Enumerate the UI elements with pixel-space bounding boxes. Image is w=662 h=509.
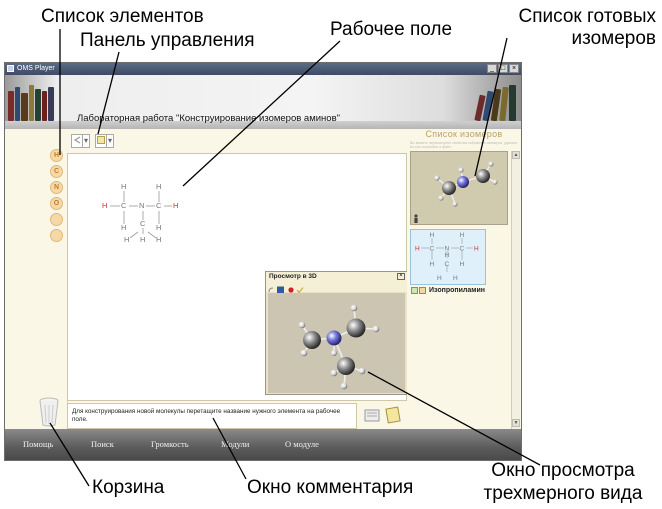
callout-control-panel: Панель управления (80, 30, 255, 51)
nav-about[interactable]: О модуле (285, 439, 319, 449)
callout-work-field: Рабочее поле (330, 19, 453, 40)
comment-tools (357, 403, 409, 429)
lab-title: Лабораторная работа "Конструирование изо… (77, 113, 340, 124)
isomer-item-3d[interactable] (410, 151, 508, 225)
atom-h[interactable]: H (156, 235, 162, 244)
iso2-atom: H (430, 261, 435, 268)
scroll-up-icon[interactable]: ▲ (512, 151, 520, 159)
iso2-atom: H (415, 246, 420, 253)
isomer-item-formula[interactable]: H C N C H H H H H H C H H (410, 229, 486, 285)
comment-text: Для конструирования новой молекулы перет… (72, 408, 341, 423)
isomer-list-hint: Вы можете пересмотреть свойства собранны… (410, 141, 518, 149)
callout-3d-view-2: трехмерного вида (483, 483, 643, 504)
scroll-down-icon[interactable]: ▼ (512, 419, 520, 427)
iso2-atom: H (453, 275, 458, 282)
isomer-view-icon[interactable] (411, 287, 418, 294)
frame-icon[interactable] (95, 134, 107, 148)
isomer-delete-icon[interactable] (419, 287, 426, 294)
isomer-list-panel: Список изомеров Вы можете пересмотреть с… (407, 129, 521, 429)
iso2-atom: H (437, 275, 442, 282)
iso2-atom: H (445, 252, 450, 259)
comment-window: Для конструирования новой молекулы перет… (67, 403, 357, 429)
color-mode-icon[interactable] (277, 286, 284, 294)
iso2-atom: C (445, 261, 450, 268)
iso2-atom: H (430, 232, 435, 239)
book-icon (48, 87, 54, 121)
callout-3d-view-1: Окно просмотра (491, 460, 635, 481)
record-icon[interactable] (288, 287, 294, 293)
atom-h[interactable]: H (156, 223, 162, 232)
iso2-atom: H (474, 246, 479, 253)
callout-element-list: Список элементов (41, 6, 204, 27)
window-title: OMS Player (17, 65, 55, 72)
rotate-icon[interactable] (268, 287, 274, 293)
view-3d-toolbar (266, 282, 407, 294)
view-3d-title: Просмотр в 3D (269, 273, 317, 280)
book-icon (21, 93, 28, 121)
iso2-atom: C (460, 246, 465, 253)
control-panel: ▾ ▾ (67, 129, 407, 154)
atom-h[interactable]: H (124, 235, 130, 244)
check-icon[interactable] (296, 287, 304, 294)
element-slot-5-button[interactable] (50, 213, 63, 226)
nav-help[interactable]: Помощь (23, 439, 54, 449)
nav-volume[interactable]: Громкость (151, 439, 189, 449)
callout-ready-isomers-2: изомеров (571, 28, 656, 49)
trash-bin[interactable] (37, 396, 61, 428)
molecule-bonds (110, 191, 172, 239)
book-icon (509, 85, 516, 121)
element-h-button[interactable]: H (50, 149, 63, 162)
trash-icon (39, 397, 59, 427)
callout-comment-window: Окно комментария (247, 477, 414, 498)
document-icon[interactable] (364, 409, 380, 422)
book-icon (8, 91, 14, 121)
iso2-atom: N (445, 246, 450, 253)
element-n-button[interactable]: N (50, 181, 63, 194)
atom-h[interactable]: H (173, 201, 179, 210)
book-icon (35, 89, 41, 121)
book-icon (42, 91, 47, 121)
minimize-button[interactable]: _ (487, 64, 497, 73)
app-window: OMS Player _ □ × Лабораторная работа "Ко… (4, 62, 522, 461)
arrow-icon[interactable] (71, 134, 83, 148)
callout-trash: Корзина (92, 477, 165, 498)
frame-dropdown-button[interactable]: ▾ (107, 134, 114, 148)
atom-n[interactable]: N (139, 201, 145, 210)
atom-h[interactable]: H (140, 235, 146, 244)
book-icon (29, 85, 34, 121)
view-3d-canvas[interactable] (268, 293, 405, 393)
close-button[interactable]: × (509, 64, 519, 73)
book-icon (15, 87, 20, 121)
atom-h[interactable]: H (102, 201, 108, 210)
notepad-icon[interactable] (385, 406, 401, 424)
iso2-atom: C (430, 246, 435, 253)
atom-h[interactable]: H (121, 182, 127, 191)
maximize-button[interactable]: □ (498, 64, 508, 73)
atom-c[interactable]: C (140, 219, 146, 228)
atom-h[interactable]: H (121, 223, 127, 232)
callout-ready-isomers-1: Список готовых (518, 6, 656, 27)
header-banner: Лабораторная работа "Конструирование изо… (5, 75, 521, 129)
element-list: H C N O (5, 129, 68, 429)
isomer-list-title: Список изомеров (425, 129, 503, 139)
view-3d-window[interactable]: Просмотр в 3D × (265, 271, 408, 395)
nav-search[interactable]: Поиск (91, 439, 114, 449)
isomer-name: Изопропиламин (429, 287, 485, 294)
app-icon (7, 65, 14, 72)
atom-c[interactable]: C (156, 201, 162, 210)
arrow-dropdown-button[interactable]: ▾ (83, 134, 90, 148)
nav-modules[interactable]: Модули (221, 439, 250, 449)
atom-h[interactable]: H (156, 182, 162, 191)
atom-c[interactable]: C (121, 201, 127, 210)
person-icon (414, 214, 418, 223)
title-bar: OMS Player _ □ × (5, 63, 521, 75)
element-o-button[interactable]: O (50, 197, 63, 210)
iso2-atom: H (460, 232, 465, 239)
element-slot-6-button[interactable] (50, 229, 63, 242)
view-3d-close-button[interactable]: × (397, 273, 405, 280)
iso2-atom: H (460, 261, 465, 268)
element-c-button[interactable]: C (50, 165, 63, 178)
isomer-scrollbar[interactable]: ▲ ▼ (511, 151, 520, 429)
bottom-nav: Помощь Поиск Громкость Модули О модуле (5, 429, 521, 460)
